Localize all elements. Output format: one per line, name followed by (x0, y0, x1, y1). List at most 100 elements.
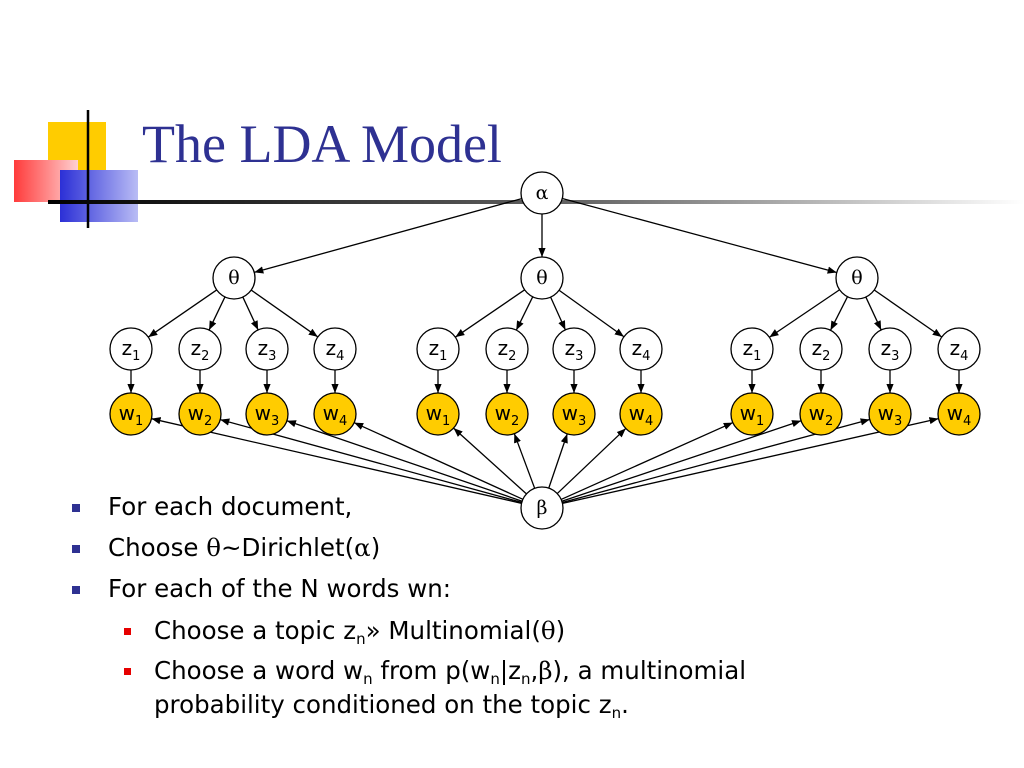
edge-beta-to-w (548, 433, 568, 489)
subscript: n (521, 670, 531, 688)
edge-alpha-to-theta (254, 197, 522, 274)
topic-node-z3-circle (245, 327, 289, 371)
word-node-w4-circle (937, 392, 981, 436)
edge-beta-to-w (353, 422, 524, 500)
theta-symbol: θ (540, 616, 556, 645)
edge-beta-to-w (151, 417, 522, 504)
topic-node-z4-circle (619, 327, 663, 371)
word-node-w3-circle (552, 392, 596, 436)
edge-theta-to-z (550, 296, 566, 331)
word-node-w3: w3 (245, 392, 289, 436)
word-node-w1-circle (730, 392, 774, 436)
bullet-for-each-word: For each of the N words wn: (108, 572, 451, 606)
word-label: w3 (878, 401, 903, 429)
topic-node-z4-circle (313, 327, 357, 371)
word-node-w2: w2 (799, 392, 843, 436)
edge-theta-to-z (250, 289, 319, 338)
word-node-w3-circle (868, 392, 912, 436)
topic-node-z2-circle (485, 327, 529, 371)
topic-label: z4 (326, 336, 345, 364)
edge-theta-to-z (769, 289, 840, 338)
topic-node-z1: z1 (109, 327, 153, 371)
word-node-w4: w4 (619, 392, 663, 436)
topic-node-z4: z4 (937, 327, 981, 371)
theta-symbol: θ (206, 533, 222, 562)
edge-beta-to-w (560, 421, 734, 501)
bullet-text: ) (555, 616, 566, 645)
word-label: w1 (119, 401, 144, 429)
word-label: w2 (495, 401, 520, 429)
word-node-w2-circle (799, 392, 843, 436)
topic-node-z1: z1 (730, 327, 774, 371)
subscript: n (490, 670, 500, 688)
edge-beta-to-w (561, 420, 802, 502)
slide-title: The LDA Model (142, 114, 502, 174)
bullet-choose-theta: Choose θ~Dirichlet(α) (108, 531, 380, 565)
bullet-text: For each of the N words wn: (108, 574, 452, 603)
edge-beta-to-w (556, 427, 627, 495)
edge-beta-to-w (513, 433, 536, 489)
topic-node-z2: z2 (178, 327, 222, 371)
word-label: w4 (629, 401, 654, 429)
alpha-node-circle (520, 171, 564, 215)
topic-label: z4 (632, 336, 651, 364)
word-label: w2 (188, 401, 213, 429)
topic-node-z1-circle (109, 327, 153, 371)
edge-theta-to-z (829, 296, 849, 331)
subscript: n (363, 670, 373, 688)
word-node-w2-circle (178, 392, 222, 436)
word-node-w4: w4 (313, 392, 357, 436)
word-node-w1-circle (416, 392, 460, 436)
edge-theta-to-z (558, 289, 625, 338)
topic-node-z3: z3 (868, 327, 912, 371)
theta-node: θ (835, 256, 879, 300)
word-node-w2: w2 (485, 392, 529, 436)
word-label: w1 (426, 401, 451, 429)
word-label: w4 (947, 401, 972, 429)
bullet-text: , (530, 656, 539, 685)
bullet-text: ) (370, 533, 381, 562)
word-label: w3 (562, 401, 587, 429)
edge-beta-to-w (453, 427, 527, 495)
word-label: w2 (809, 401, 834, 429)
theta-node-circle (520, 256, 564, 300)
word-node-w4-circle (619, 392, 663, 436)
theta-node-circle (835, 256, 879, 300)
theta-label: θ (536, 267, 547, 289)
alpha-label: α (536, 182, 549, 204)
topic-label: z1 (429, 336, 448, 364)
subscript: n (611, 704, 622, 722)
topic-node-z3-circle (868, 327, 912, 371)
topic-label: z4 (950, 336, 969, 364)
bullet-marker (72, 504, 80, 512)
word-node-w1: w1 (730, 392, 774, 436)
beta-label: β (537, 497, 548, 519)
topic-label: z2 (812, 336, 831, 364)
word-node-w2-circle (485, 392, 529, 436)
word-node-w3-circle (245, 392, 289, 436)
alpha-node: α (520, 171, 564, 215)
edge-theta-to-z (865, 296, 882, 331)
bullet-text: Choose (108, 533, 207, 562)
word-label: w1 (740, 401, 765, 429)
edge-theta-to-z (515, 296, 534, 331)
edge-theta-to-z (242, 296, 259, 331)
beta-node-circle (520, 486, 564, 530)
word-node-w1-circle (109, 392, 153, 436)
topic-node-z1-circle (730, 327, 774, 371)
bullet-marker (72, 586, 80, 594)
topic-node-z1: z1 (416, 327, 460, 371)
deco-blue-square (60, 170, 138, 222)
edge-theta-to-z (873, 289, 943, 338)
word-node-w4: w4 (937, 392, 981, 436)
edge-theta-to-z (454, 289, 526, 338)
bullet-text: from p(w (372, 656, 491, 685)
bullet-text: Choose a topic z (154, 616, 357, 645)
theta-label: θ (851, 267, 862, 289)
beta-symbol: β (538, 656, 553, 685)
word-node-w1: w1 (109, 392, 153, 436)
bullet-text: ~Dirichlet( (221, 533, 355, 562)
topic-label: z2 (191, 336, 210, 364)
word-label: w4 (323, 401, 348, 429)
